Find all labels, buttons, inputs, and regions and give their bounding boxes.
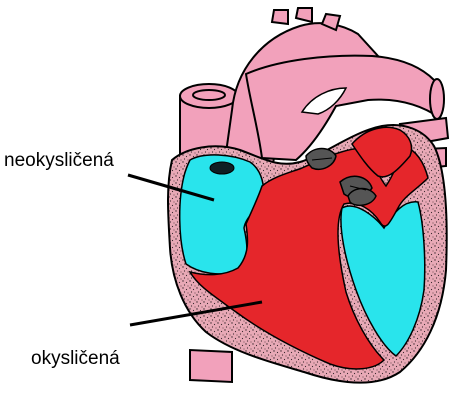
vena-cava-opening	[210, 162, 234, 174]
label-deoxygenated: neokysličená	[4, 150, 114, 171]
inferior-vena-cava	[190, 350, 232, 382]
label-oxygenated: okysličená	[31, 348, 120, 369]
